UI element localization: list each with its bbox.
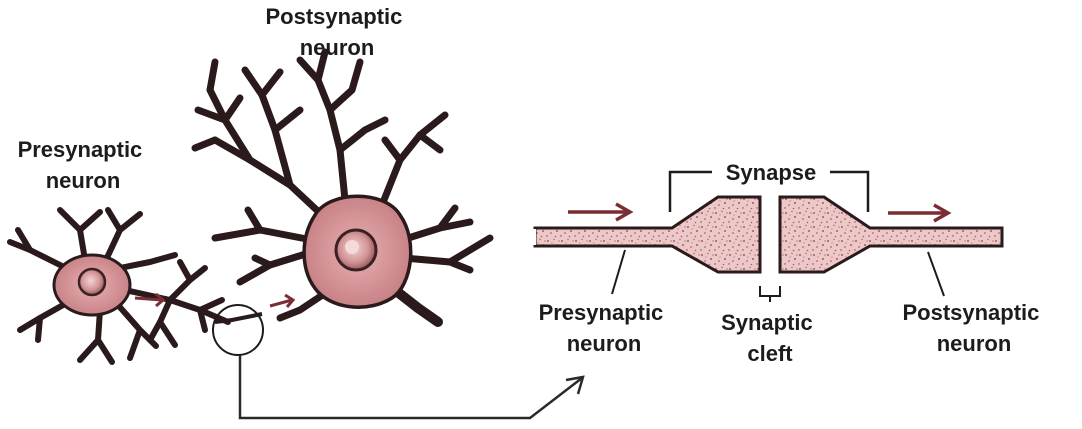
postsynaptic-top-line1: Postsynaptic xyxy=(265,4,402,29)
flow-arrow-right xyxy=(888,205,948,221)
synaptic-cleft-label: Synaptic cleft xyxy=(721,310,819,366)
presynaptic-bottom-label: Presynaptic neuron xyxy=(539,300,670,356)
postsynaptic-nucleolus xyxy=(345,240,359,254)
synaptic-cleft-line2: cleft xyxy=(747,341,793,366)
postsynaptic-pointer-line xyxy=(928,252,944,296)
synaptic-cleft-line1: Synaptic xyxy=(721,310,813,335)
presynaptic-left-line1: Presynaptic xyxy=(18,137,143,162)
presynaptic-left-label: Presynaptic neuron xyxy=(18,137,149,193)
presynaptic-pointer-line xyxy=(612,250,625,294)
presynaptic-nucleus xyxy=(79,269,105,295)
synapse-zoom-circle xyxy=(213,305,263,355)
postsynaptic-neuron-drawing xyxy=(195,52,490,322)
presynaptic-neuron-drawing xyxy=(10,210,228,362)
presynaptic-left-line2: neuron xyxy=(46,168,121,193)
zoom-connector-arrow xyxy=(240,355,583,418)
synapse-label: Synapse xyxy=(726,160,817,185)
postsynaptic-flow-arrow xyxy=(270,295,293,307)
postsynaptic-axon-bar xyxy=(780,197,1002,272)
cleft-bracket xyxy=(760,286,780,302)
presynaptic-bottom-line1: Presynaptic xyxy=(539,300,664,325)
postsynaptic-bottom-label: Postsynaptic neuron xyxy=(902,300,1045,356)
postsynaptic-bottom-line2: neuron xyxy=(937,331,1012,356)
flow-arrow-left xyxy=(568,204,630,220)
postsynaptic-top-line2: neuron xyxy=(300,35,375,60)
presynaptic-axon-bar xyxy=(535,197,760,272)
postsynaptic-top-label: Postsynaptic neuron xyxy=(265,4,408,60)
zoomed-synapse xyxy=(528,172,1002,302)
postsynaptic-bottom-line1: Postsynaptic xyxy=(902,300,1039,325)
presynaptic-bottom-line2: neuron xyxy=(567,331,642,356)
synapse-highlight xyxy=(213,305,263,355)
